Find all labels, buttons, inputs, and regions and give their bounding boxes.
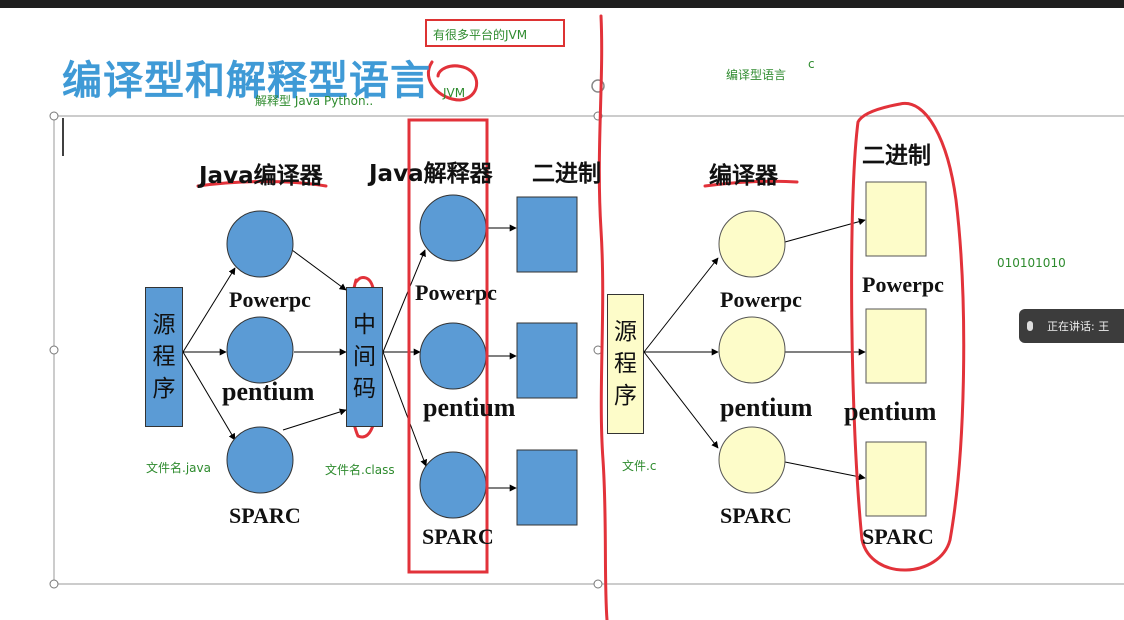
cpu-circles-left-1 (226, 210, 294, 494)
binary-note: 010101010 (997, 256, 1066, 270)
microphone-icon (1027, 321, 1033, 331)
cpu-circle (226, 210, 294, 278)
source-program-box-right: 源程序 (607, 294, 644, 434)
binary-square (516, 196, 578, 273)
binary-heading-left: 二进制 (532, 161, 601, 187)
right-bin-pentium-label: pentium (844, 397, 937, 426)
cpu1-pentium-label: pentium (222, 377, 315, 406)
cpu2-powerpc-label: Powerpc (415, 280, 497, 305)
binary-square (516, 322, 578, 399)
arrows-cpu2-to-bin (487, 224, 517, 492)
arrows-left-source (182, 267, 236, 441)
arrows-right-source (643, 257, 719, 449)
jvm-circle (426, 60, 478, 102)
compiled-note: 编译型语言 (726, 68, 787, 82)
compiler-heading: 编译器 (709, 163, 778, 189)
file-c-note: 文件.c (622, 459, 657, 473)
speaking-toast: 正在讲话: 王 (1019, 309, 1124, 343)
source-program-label: 源程序 (152, 312, 176, 402)
cpu-circle (718, 426, 786, 494)
cpu-circle (419, 322, 487, 390)
jvm-note: JVM (443, 86, 466, 100)
selection-handles (49, 111, 603, 589)
interpreter-box (407, 118, 489, 574)
cpu-circle (226, 316, 294, 384)
underline-compiler (703, 179, 799, 188)
speaking-text: 正在讲话: 王 (1047, 320, 1110, 333)
binary-square (865, 181, 927, 257)
cpu-circle (718, 210, 786, 278)
window-top-bar (0, 0, 1124, 8)
divider-line (597, 14, 609, 620)
binary-heading-right: 二进制 (862, 143, 931, 169)
cpu-circles-right (718, 210, 786, 494)
file-class-note: 文件名.class (325, 463, 395, 477)
cpu1-powerpc-label: Powerpc (229, 287, 311, 312)
rotate-handle (591, 79, 605, 93)
comment-box[interactable]: 有很多平台的JVM (425, 19, 565, 47)
cpu-circles-left-2 (419, 194, 487, 519)
arrows-cpu1-to-mid (282, 249, 347, 431)
java-compiler-heading: Java编译器 (199, 163, 323, 189)
cpu2-pentium-label: pentium (423, 393, 516, 422)
cpu2-sparc-label: SPARC (422, 524, 494, 549)
underline-java-compiler (196, 180, 328, 188)
right-bin-sparc-label: SPARC (862, 524, 934, 549)
right-sparc-label: SPARC (720, 503, 792, 528)
binary-loop (850, 101, 966, 572)
source-program-box: 源程序 (145, 287, 183, 427)
right-bin-powerpc-label: Powerpc (862, 272, 944, 297)
source-program-label-right: 源程序 (614, 319, 637, 409)
right-powerpc-label: Powerpc (720, 287, 802, 312)
binary-square (865, 441, 927, 517)
binary-squares-right (865, 181, 927, 517)
intermediate-code-box: 中间码 (346, 287, 383, 427)
interpreted-note: 解释型 Java Python.. (255, 94, 374, 108)
c-note: c (808, 57, 815, 71)
binary-squares-left (516, 196, 578, 526)
file-java-note: 文件名.java (146, 461, 211, 475)
intermediate-code-label: 中间码 (353, 312, 376, 402)
cpu-circle (226, 426, 294, 494)
right-pentium-label: pentium (720, 393, 813, 422)
arrows-mid-to-cpu2 (382, 249, 428, 467)
cpu1-sparc-label: SPARC (229, 503, 301, 528)
cpu-circle (419, 194, 487, 262)
slide-title: 编译型和解释型语言 (62, 58, 431, 104)
binary-square (865, 308, 927, 384)
java-interpreter-heading: Java解释器 (369, 161, 493, 187)
cpu-circle (419, 451, 487, 519)
cpu-circle (718, 316, 786, 384)
binary-square (516, 449, 578, 526)
